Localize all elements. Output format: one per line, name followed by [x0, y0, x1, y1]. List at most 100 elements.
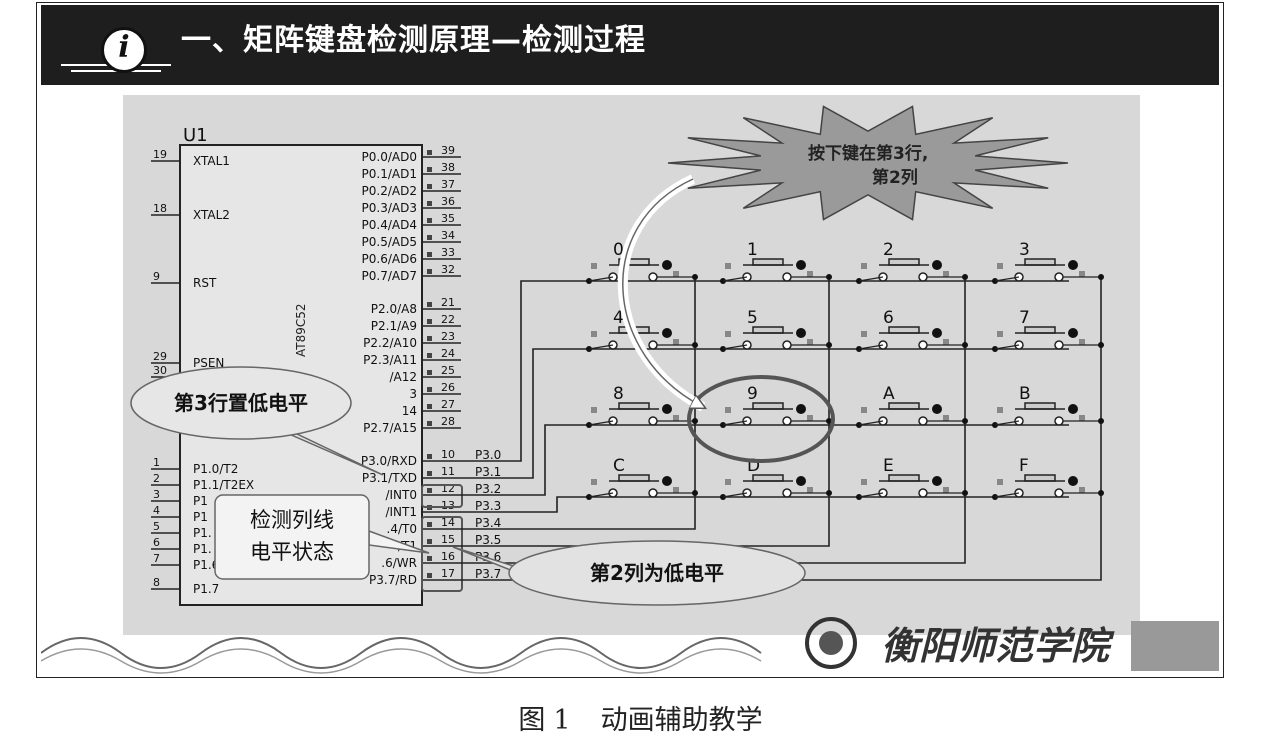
- net-label: P3.3: [475, 499, 501, 513]
- pin-marker: [427, 269, 432, 274]
- key-plunger: [1024, 258, 1056, 266]
- pin-marker: [427, 404, 432, 409]
- footer-decoration: 衡阳师范学院: [41, 617, 1219, 674]
- status-dot: [1068, 260, 1078, 270]
- pin-marker: [427, 454, 432, 459]
- right-pin-number: 15: [441, 533, 455, 546]
- pin-marker: [427, 370, 432, 375]
- left-pin-name: P1.: [193, 526, 212, 540]
- key-plunger: [1024, 402, 1056, 410]
- highlight-row-pins: [421, 484, 463, 508]
- burst-text-line2: 第2列: [872, 167, 918, 188]
- key-switch: 9: [720, 384, 832, 428]
- right-pin-number: 10: [441, 448, 455, 461]
- right-pin-number: 16: [441, 550, 455, 563]
- chip-designator: U1: [183, 125, 208, 146]
- key-label: 8: [613, 384, 624, 404]
- junction: [962, 342, 968, 348]
- junction: [962, 418, 968, 424]
- key-label: 2: [883, 240, 894, 260]
- status-dot: [932, 404, 942, 414]
- key-switch: C: [586, 456, 698, 500]
- right-pin-number: 38: [441, 161, 455, 174]
- status-dot: [1068, 404, 1078, 414]
- key-label: C: [613, 456, 625, 476]
- right-pin-name: P0.3/AD3: [362, 201, 417, 215]
- right-pin-number: 27: [441, 398, 455, 411]
- left-pin-number: 2: [153, 472, 160, 485]
- right-pin-name: P0.1/AD1: [362, 167, 417, 181]
- key-plunger: [618, 474, 650, 482]
- slide-header: i 一、矩阵键盘检测原理—检测过程: [41, 5, 1219, 85]
- key-switch: 6: [856, 308, 968, 352]
- pin-marker: [427, 150, 432, 155]
- pin-marker: [427, 201, 432, 206]
- contact: [648, 488, 658, 498]
- junction: [692, 274, 698, 280]
- right-pin-name: 14: [402, 404, 417, 418]
- status-dot: [796, 404, 806, 414]
- right-pin-number: 33: [441, 246, 455, 259]
- left-pin-name: P1: [193, 510, 208, 524]
- pin-marker: [427, 488, 432, 493]
- junction: [692, 342, 698, 348]
- contact: [918, 416, 928, 426]
- contact: [1054, 272, 1064, 282]
- status-dot: [796, 260, 806, 270]
- junction: [826, 274, 832, 280]
- detect-callout: [214, 494, 370, 580]
- left-pin-name: RST: [193, 276, 217, 290]
- contact: [782, 488, 792, 498]
- right-pin-number: 34: [441, 229, 455, 242]
- junction: [1098, 274, 1104, 280]
- left-pin-number: 5: [153, 520, 160, 533]
- contact: [782, 272, 792, 282]
- contact: [1054, 340, 1064, 350]
- left-pin-name: P1.6: [193, 558, 219, 572]
- net-label: P3.4: [475, 516, 501, 530]
- key-plunger: [888, 326, 920, 334]
- key-switch: 3: [992, 240, 1104, 284]
- pin-marker: [427, 539, 432, 544]
- key-9-highlight: [687, 375, 835, 463]
- right-pin-name: /INT1: [385, 505, 417, 519]
- key-switch: D: [720, 456, 832, 500]
- left-pin-number: 18: [153, 202, 167, 215]
- caption-number: 1: [553, 705, 571, 736]
- info-icon: i: [101, 27, 147, 73]
- right-pin-name: P3.1/TXD: [362, 471, 417, 485]
- right-pin-name: .4/T0: [387, 522, 417, 536]
- right-pin-number: 37: [441, 178, 455, 191]
- key-label: 9: [747, 384, 758, 404]
- contact: [782, 416, 792, 426]
- junction: [826, 490, 832, 496]
- burst-callout: [667, 105, 1069, 221]
- right-pin-number: 32: [441, 263, 455, 276]
- key-plunger: [618, 402, 650, 410]
- detect-text-line2: 电平状态: [250, 540, 334, 564]
- pin-marker: [427, 218, 432, 223]
- left-pin-name: P1: [193, 494, 208, 508]
- left-pin-number: 29: [153, 350, 167, 363]
- left-pin-number: 3: [153, 488, 160, 501]
- right-pin-number: 22: [441, 313, 455, 326]
- net-label: P3.0: [475, 448, 501, 462]
- junction: [692, 418, 698, 424]
- pin-marker: [427, 471, 432, 476]
- key-label: 3: [1019, 240, 1030, 260]
- right-pin-name: P0.4/AD4: [362, 218, 417, 232]
- right-pin-name: P0.6/AD6: [362, 252, 417, 266]
- left-pin-name: P1.1/T2EX: [193, 478, 254, 492]
- pin-marker: [427, 302, 432, 307]
- status-dot: [662, 260, 672, 270]
- key-switch: 1: [720, 240, 832, 284]
- contact: [1054, 488, 1064, 498]
- key-switch: B: [992, 384, 1104, 428]
- key-plunger: [888, 402, 920, 410]
- right-pin-name: P0.5/AD5: [362, 235, 417, 249]
- key-switch: 5: [720, 308, 832, 352]
- junction: [1098, 490, 1104, 496]
